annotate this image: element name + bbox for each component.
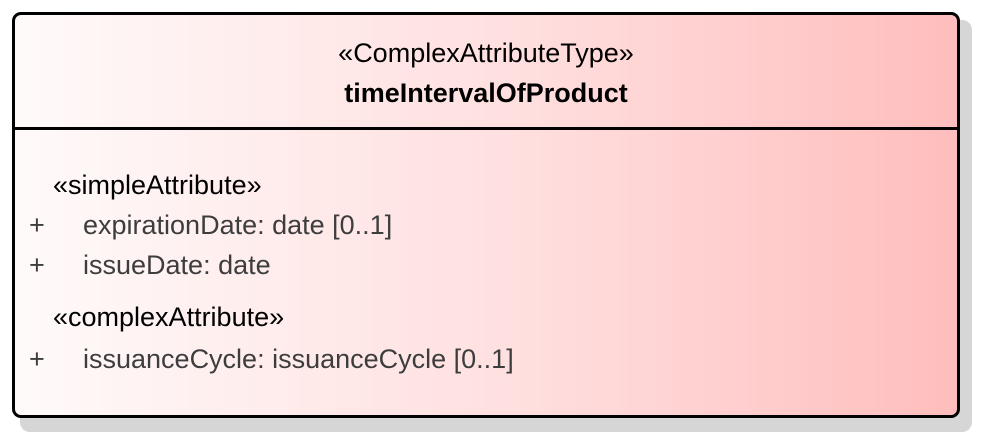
attribute-visibility: +: [29, 250, 45, 280]
attribute-text: expirationDate: date [0..1]: [83, 210, 393, 240]
attribute-text: issueDate: date: [83, 250, 271, 280]
class-stereotype: «ComplexAttributeType»: [338, 38, 634, 68]
attribute-group-label-simple: «simpleAttribute»: [53, 170, 262, 200]
attribute-text: issuanceCycle: issuanceCycle [0..1]: [83, 344, 514, 374]
attribute-row-issuance-cycle: + issuanceCycle: issuanceCycle [0..1]: [15, 344, 957, 380]
attribute-visibility: +: [29, 344, 45, 374]
class-header: «ComplexAttributeType» timeIntervalOfPro…: [15, 15, 957, 130]
attribute-visibility: +: [29, 210, 45, 240]
class-name: timeIntervalOfProduct: [344, 78, 628, 108]
attribute-row-expiration-date: + expirationDate: date [0..1]: [15, 210, 957, 246]
uml-class-box[interactable]: «ComplexAttributeType» timeIntervalOfPro…: [12, 12, 960, 418]
attribute-row-issue-date: + issueDate: date: [15, 250, 957, 286]
attribute-group-label-complex: «complexAttribute»: [53, 302, 285, 332]
